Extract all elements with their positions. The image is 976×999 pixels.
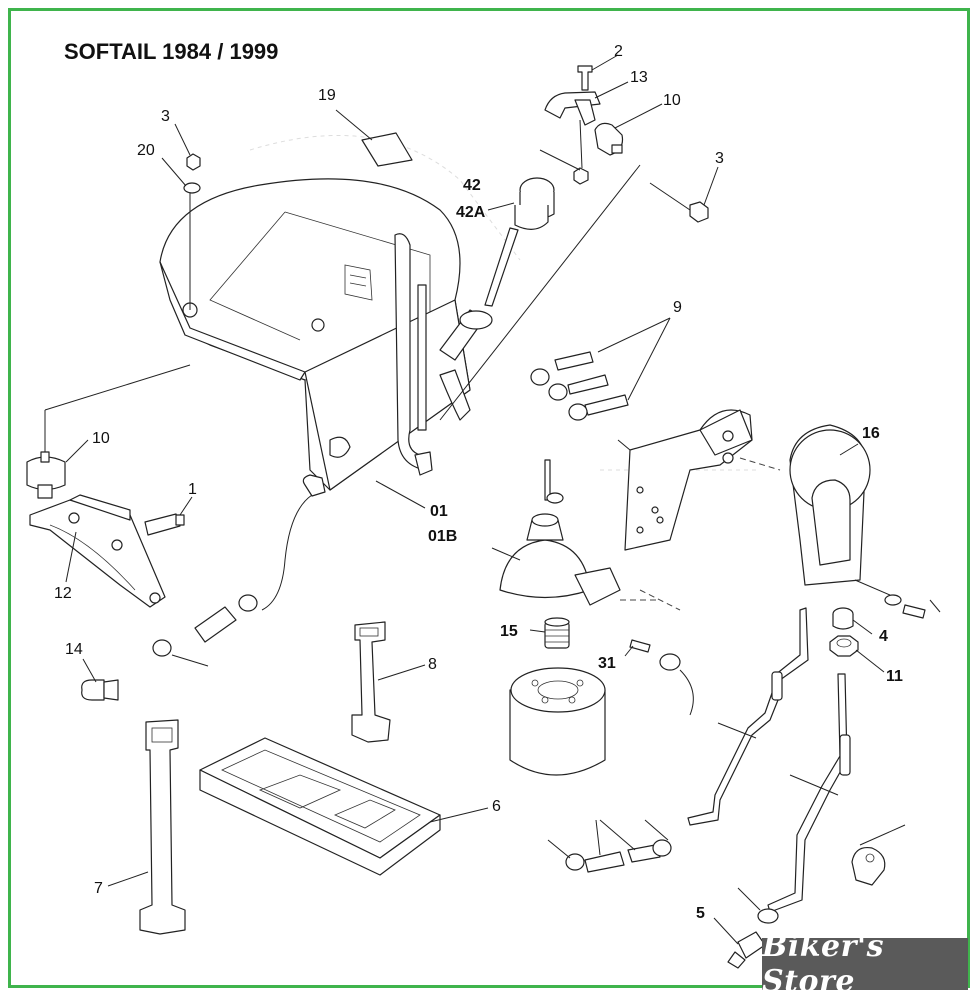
callout-15: 15 xyxy=(500,623,518,640)
upper-mount-bracket xyxy=(539,65,709,223)
leader-lines xyxy=(65,54,885,945)
fitting-5 xyxy=(727,931,766,969)
callout-42a: 42A xyxy=(456,204,486,221)
callout-19: 19 xyxy=(318,87,336,104)
nut-and-washer-left xyxy=(183,153,201,194)
fittings-4-11 xyxy=(829,607,859,657)
hoses-left xyxy=(152,494,313,667)
leader-tank-line xyxy=(439,164,641,421)
bracket-16 xyxy=(789,424,941,619)
diagram-title: SOFTAIL 1984 / 1999 xyxy=(64,39,278,64)
callout-10-upper: 10 xyxy=(663,92,681,109)
callout-10-lower: 10 xyxy=(92,430,110,447)
bolt-14 xyxy=(81,679,119,701)
oil-lines-right xyxy=(687,607,906,924)
filter-mount xyxy=(491,459,681,611)
callout-31: 31 xyxy=(598,655,616,672)
oil-filter xyxy=(509,667,606,776)
fitting-31 xyxy=(629,639,694,716)
callout-13: 13 xyxy=(630,69,648,86)
callout-9: 9 xyxy=(673,299,682,316)
oil-tank xyxy=(44,178,493,497)
pad-19 xyxy=(361,132,413,167)
callout-42: 42 xyxy=(463,177,481,194)
bikers-store-logo: Biker's Store xyxy=(762,929,968,999)
callout-5: 5 xyxy=(696,905,705,922)
callout-11: 11 xyxy=(886,668,903,685)
callout-6: 6 xyxy=(492,798,501,815)
strap-7 xyxy=(139,719,186,935)
battery-tray-6 xyxy=(199,737,441,876)
callout-01: 01 xyxy=(430,503,448,520)
callout-3-left: 3 xyxy=(161,108,170,125)
callout-20: 20 xyxy=(137,142,155,159)
hoses-bottom xyxy=(547,819,672,873)
callout-2: 2 xyxy=(614,43,623,60)
callout-01b: 01B xyxy=(428,528,457,545)
fitting-15 xyxy=(544,617,570,649)
callout-3-right: 3 xyxy=(715,150,724,167)
callout-7: 7 xyxy=(94,880,103,897)
callout-8: 8 xyxy=(428,656,437,673)
callout-4: 4 xyxy=(879,628,888,645)
callout-1: 1 xyxy=(188,481,197,498)
dipstick xyxy=(484,177,555,307)
callout-14: 14 xyxy=(65,641,83,658)
callout-16: 16 xyxy=(862,425,880,442)
callout-labels: 2 13 10 3 3 20 19 42 42A 9 10 1 12 01 01… xyxy=(54,43,903,922)
lower-left-bracket xyxy=(26,451,185,608)
hoses-9 xyxy=(530,317,671,421)
strap-8 xyxy=(351,621,391,743)
mid-bracket xyxy=(617,409,781,551)
logo-text: Biker's Store xyxy=(762,929,885,999)
callout-12: 12 xyxy=(54,585,72,602)
